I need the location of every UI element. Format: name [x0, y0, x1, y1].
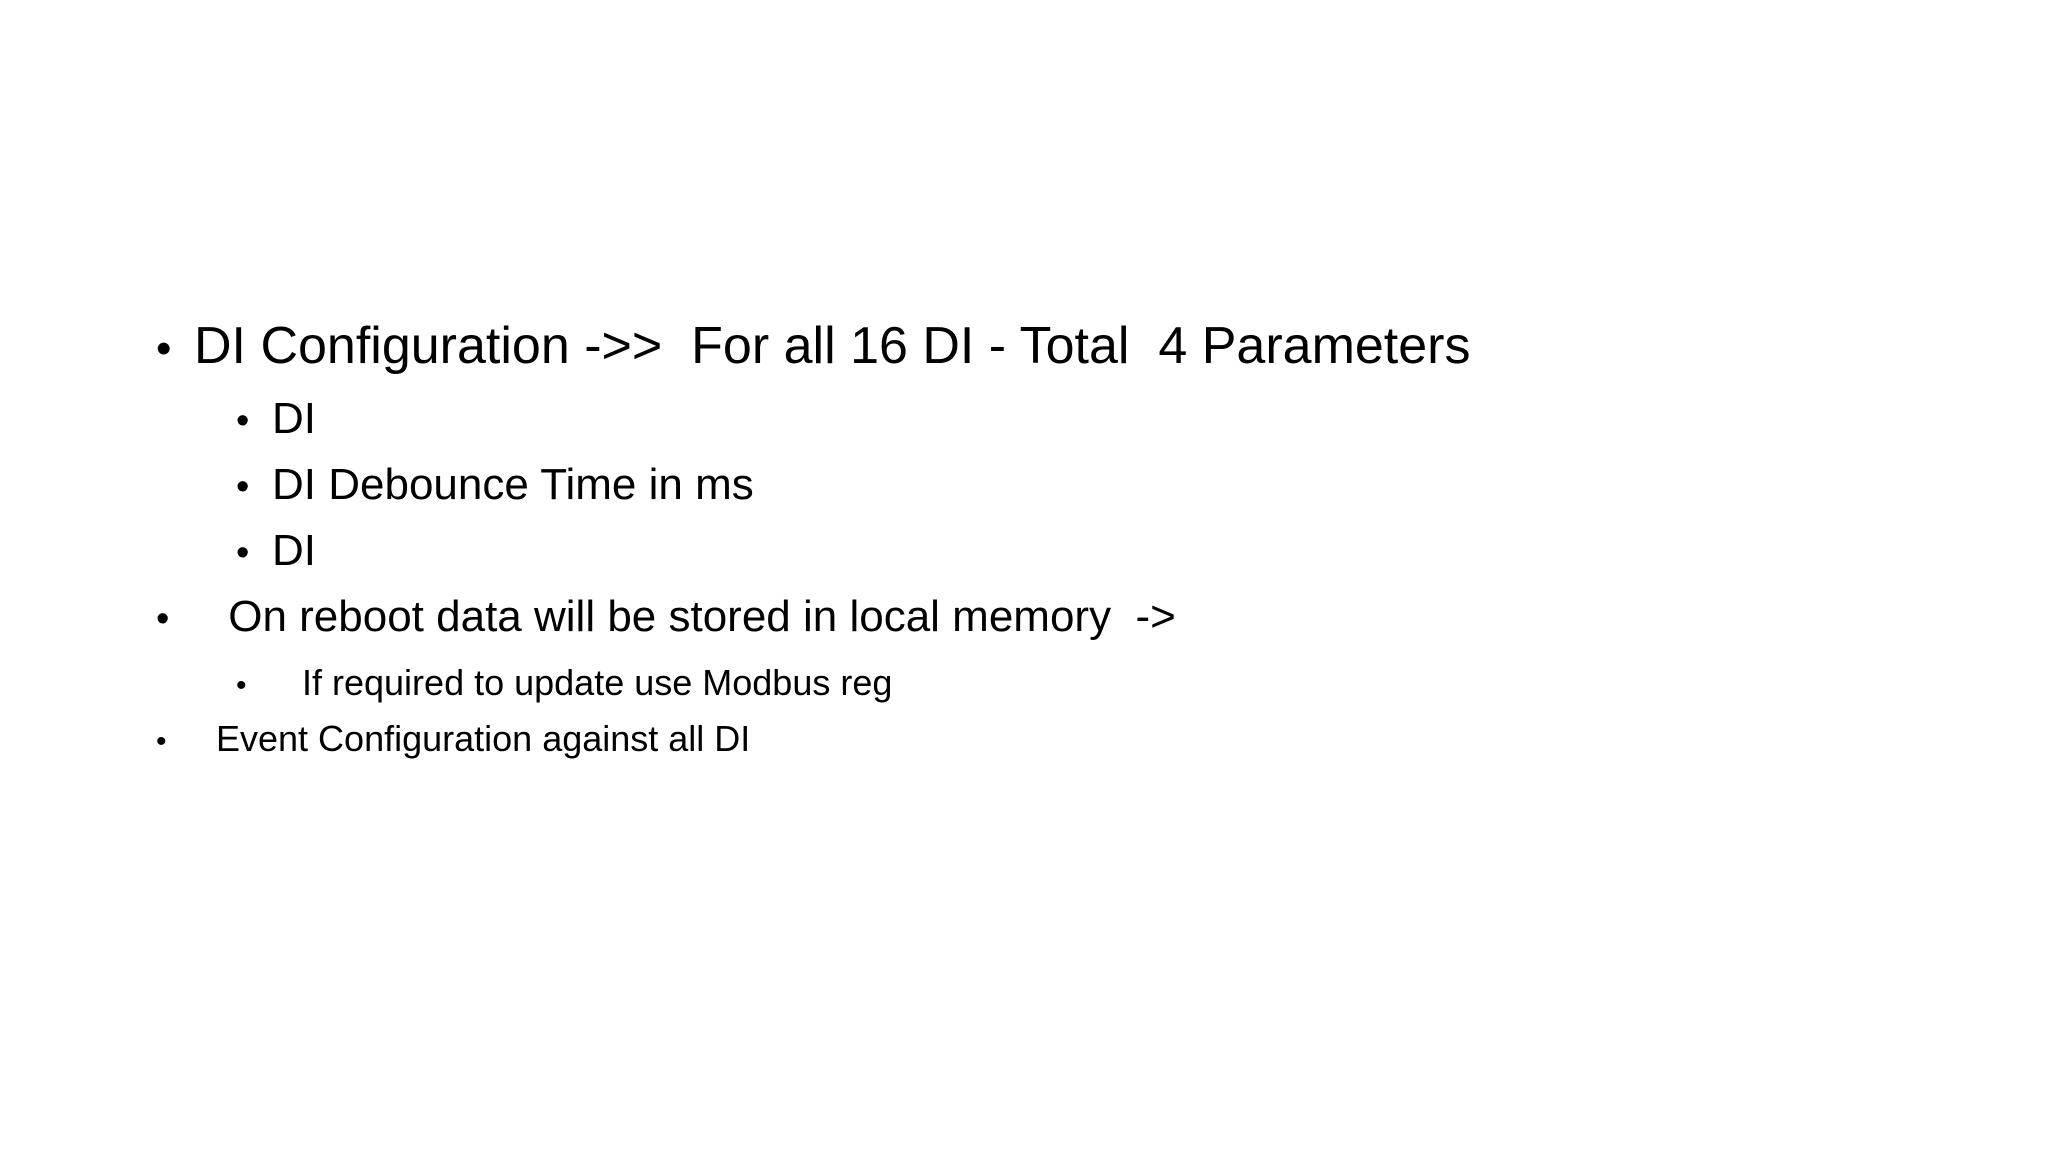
bullet-item-di-configuration: • DI Configuration ->> For all 16 DI - T… — [156, 316, 1471, 376]
bullet-icon: • — [236, 532, 250, 574]
bullet-item-event-configuration: • Event Configuration against all DI — [156, 718, 750, 760]
bullet-icon: • — [236, 669, 247, 702]
sub-bullet-item-debounce-time: • DI Debounce Time in ms — [236, 460, 754, 510]
bullet-text: DI — [272, 526, 316, 575]
bullet-icon: • — [236, 400, 250, 442]
sub-bullet-item-di: • DI — [236, 394, 316, 444]
bullet-text: DI Configuration ->> For all 16 DI - Tot… — [194, 317, 1471, 375]
bullet-text: DI Debounce Time in ms — [272, 460, 754, 509]
sub-bullet-item-di-2: • DI — [236, 526, 316, 576]
bullet-icon: • — [156, 324, 172, 373]
sub-bullet-item-modbus: • If required to update use Modbus reg — [236, 662, 892, 704]
bullet-text: Event Configuration against all DI — [216, 718, 751, 759]
bullet-icon: • — [156, 725, 167, 758]
bullet-icon: • — [156, 598, 170, 640]
bullet-text: On reboot data will be stored in local m… — [216, 592, 1176, 641]
bullet-text: If required to update use Modbus reg — [292, 662, 893, 703]
bullet-item-on-reboot: • On reboot data will be stored in local… — [156, 592, 1176, 642]
bullet-icon: • — [236, 466, 250, 508]
bullet-text: DI — [272, 394, 316, 443]
